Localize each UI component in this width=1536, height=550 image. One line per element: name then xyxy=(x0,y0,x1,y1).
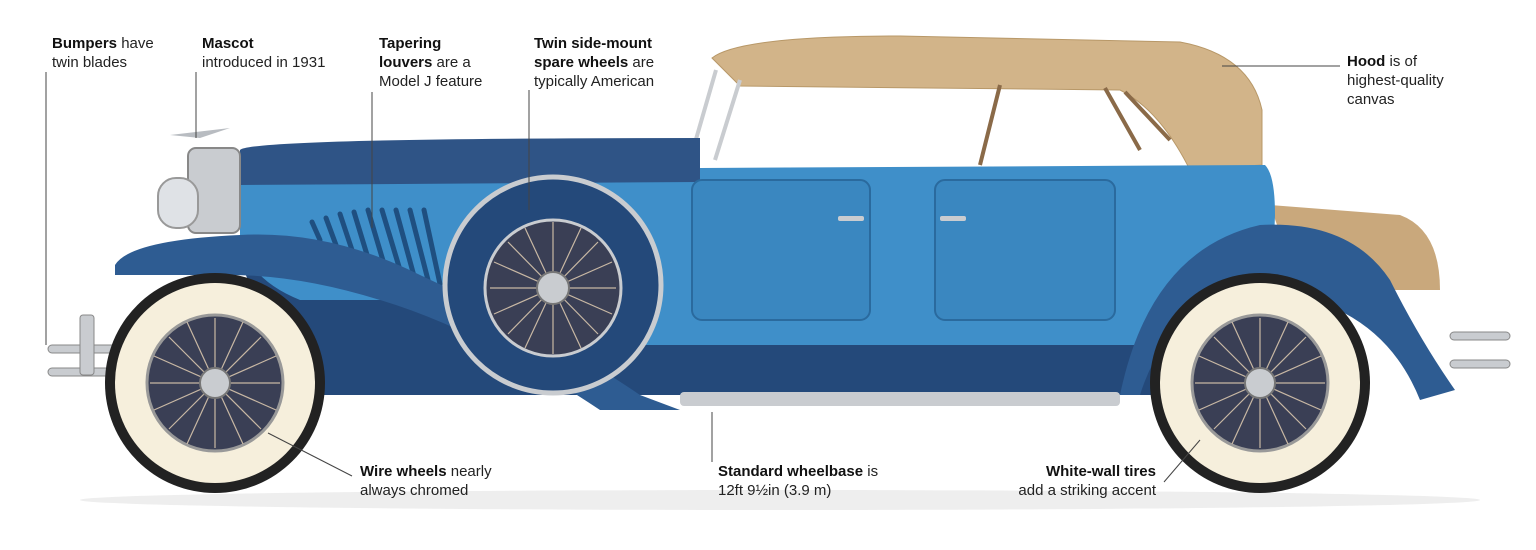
mascot-ornament xyxy=(170,128,230,138)
callout-wheelbase-rest: is xyxy=(863,463,879,480)
engine-hood-top xyxy=(240,138,700,190)
callout-wheelbase-bold: Standard wheelbase xyxy=(718,463,864,480)
callout-wire-rest: nearly xyxy=(446,463,492,480)
callout-whitewall: White-wall tires add a striking accent xyxy=(960,462,1156,500)
callout-louvers-bold1: Tapering xyxy=(379,35,442,52)
callout-louvers-bold2: louvers xyxy=(379,54,433,71)
ground-shadow xyxy=(80,490,1480,510)
leader-wire xyxy=(267,432,353,477)
callout-louvers-line3: Model J feature xyxy=(379,73,483,90)
callout-wire-line2: always chromed xyxy=(360,482,469,499)
callout-bumpers-line2: twin blades xyxy=(52,54,128,71)
headlight xyxy=(157,177,199,229)
canvas-hood xyxy=(711,35,1263,171)
callout-bumpers: Bumpers have twin blades xyxy=(52,34,154,72)
callout-bumpers-bold: Bumpers xyxy=(52,35,118,52)
callout-wheelbase-line2: 12ft 9½in (3.9 m) xyxy=(718,482,832,499)
spare-wheel xyxy=(442,174,664,396)
callout-spare-line3: typically American xyxy=(534,73,655,90)
louvers xyxy=(309,207,443,287)
callout-spare-bold1: Twin side-mount xyxy=(534,35,653,52)
front-wheel xyxy=(105,273,325,493)
callout-whitewall-line2: add a striking accent xyxy=(1018,482,1156,499)
front-bumper xyxy=(47,314,119,377)
callout-hood-line3: canvas xyxy=(1347,91,1395,108)
callout-louvers-rest2: are a xyxy=(432,54,471,71)
callout-wire: Wire wheels nearly always chromed xyxy=(360,462,492,500)
callout-whitewall-bold: White-wall tires xyxy=(1045,463,1156,480)
callout-spare: Twin side-mount spare wheels are typical… xyxy=(534,34,654,91)
callout-bumpers-rest: have xyxy=(117,35,154,52)
callout-hood-rest: is of xyxy=(1385,53,1418,70)
callout-wheelbase: Standard wheelbase is 12ft 9½in (3.9 m) xyxy=(718,462,878,500)
leader-lines xyxy=(45,65,1340,483)
callout-wire-bold: Wire wheels xyxy=(360,463,447,480)
running-board xyxy=(680,392,1120,406)
rear-bumper xyxy=(1449,331,1511,369)
hood-bows xyxy=(978,84,1172,166)
rear-fender xyxy=(1120,224,1455,400)
rear-door-handle xyxy=(940,216,966,221)
callout-hood: Hood is of highest-quality canvas xyxy=(1347,52,1444,109)
callout-spare-rest2: are xyxy=(628,54,655,71)
callout-spare-bold2: spare wheels xyxy=(534,54,629,71)
front-door-handle xyxy=(838,216,864,221)
callout-hood-bold: Hood xyxy=(1347,53,1386,70)
rear-wheel xyxy=(1150,273,1370,493)
rear-door xyxy=(934,179,1116,321)
front-door xyxy=(691,179,871,321)
callout-louvers: Tapering louvers are a Model J feature xyxy=(379,34,482,91)
callout-mascot-line2: introduced in 1931 xyxy=(202,54,326,71)
callout-hood-line2: highest-quality xyxy=(1347,72,1444,89)
leader-whitewall xyxy=(1163,439,1201,483)
callout-mascot-bold: Mascot xyxy=(202,35,254,52)
callout-mascot: Mascot introduced in 1931 xyxy=(202,34,325,72)
